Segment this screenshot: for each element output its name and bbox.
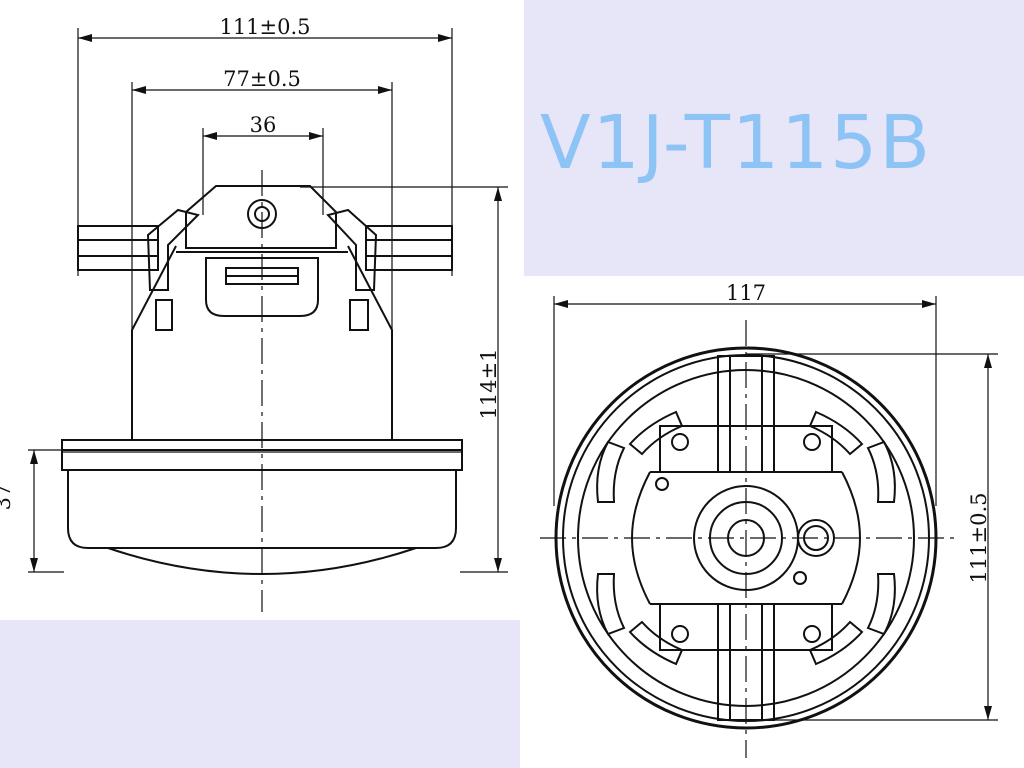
center-hub	[630, 471, 862, 605]
top-view-drawing: 117 111±0.5	[540, 281, 998, 758]
dim-base-height-label: 37	[0, 484, 15, 511]
side-view-drawing: 111±0.5 77±0.5 36 114±1 37	[0, 15, 508, 612]
dim-height	[300, 186, 508, 573]
dim-height-label: 114±1	[477, 348, 501, 419]
side-view-panel: 111±0.5 77±0.5 36 114±1 37	[0, 0, 524, 620]
brush-housing-bottom	[650, 603, 842, 721]
dim-top-width-label: 111±0.5	[219, 15, 310, 39]
top-bracket	[185, 185, 337, 317]
brush-holder-right	[326, 208, 453, 331]
dim-height-top	[746, 353, 998, 721]
dim-width-label: 117	[726, 281, 766, 305]
dim-base-height	[28, 449, 64, 573]
top-view-panel: 117 111±0.5	[520, 276, 1024, 768]
dim-width	[553, 296, 937, 506]
dim-inner-width	[202, 128, 324, 215]
motor-base	[61, 439, 463, 575]
model-title: V1J-T115B	[540, 100, 933, 186]
dim-height-top-label: 111±0.5	[967, 492, 991, 583]
brush-housing-top	[650, 355, 842, 473]
vent-slots	[596, 410, 896, 666]
dim-top-width	[77, 28, 453, 276]
dim-inner-width-label: 36	[250, 113, 277, 137]
dim-mid-width-label: 77±0.5	[223, 67, 301, 91]
brush-holder-left	[77, 208, 200, 331]
